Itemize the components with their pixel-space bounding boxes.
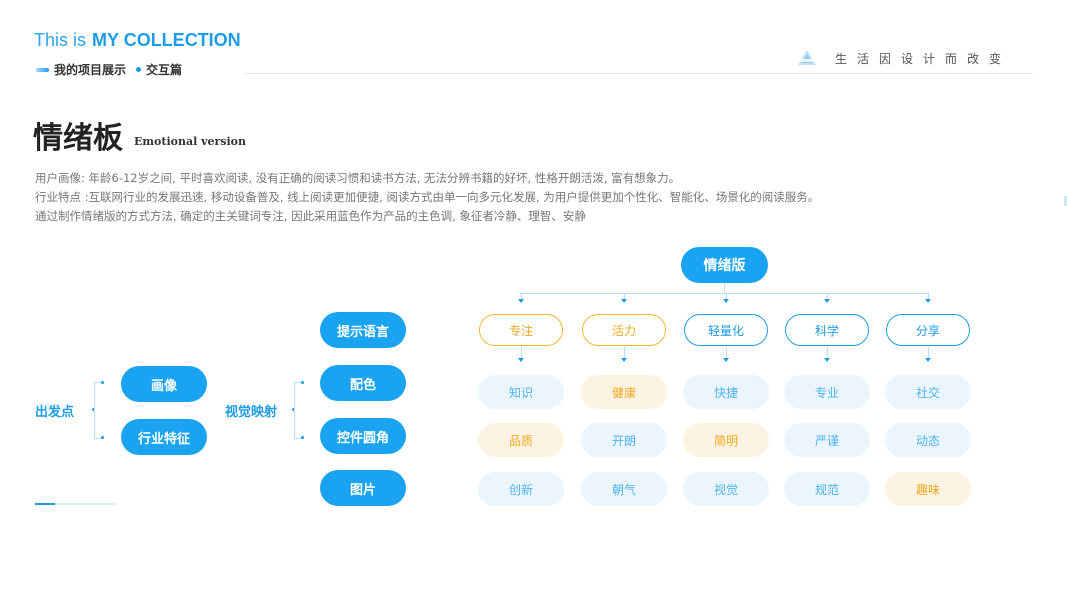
progress-track <box>35 503 116 505</box>
arrow-down-icon <box>518 299 524 303</box>
description-line: 通过制作情绪版的方式方法, 确定的主关键词专注, 因此采用蓝色作为产品的主色调,… <box>35 209 586 223</box>
category-2[interactable]: 轻量化 <box>684 314 768 346</box>
category-4[interactable]: 分享 <box>886 314 970 346</box>
visual-item-image[interactable]: 图片 <box>320 470 406 506</box>
keyword-chip[interactable]: 开朗 <box>581 423 667 457</box>
description-line: 用户画像: 年龄6-12岁之间, 平时喜欢阅读, 没有正确的阅读习惯和读书方法,… <box>35 171 681 185</box>
keyword-chip[interactable]: 知识 <box>478 375 564 409</box>
category-connector <box>726 347 727 359</box>
branch-line <box>520 293 929 294</box>
keyword-chip[interactable]: 健康 <box>581 375 667 409</box>
progress-fill <box>35 503 55 505</box>
description: 用户画像: 年龄6-12岁之间, 平时喜欢阅读, 没有正确的阅读习惯和读书方法,… <box>35 169 819 226</box>
root-connector <box>724 283 725 293</box>
arrow-down-icon <box>621 358 627 362</box>
keyword-chip[interactable]: 简明 <box>683 423 769 457</box>
start-bracket <box>94 382 104 439</box>
description-line: 行业特点 :互联网行业的发展迅速, 移动设备普及, 线上阅读更加便捷, 阅读方式… <box>35 190 820 204</box>
brand-name: MY COLLECTION <box>92 30 241 50</box>
slogan: 生活因设计而改变 <box>797 49 1011 67</box>
visual-label: 视觉映射 <box>225 405 278 420</box>
arrow-down-icon <box>518 358 524 362</box>
category-connector <box>521 347 522 359</box>
branch-connector <box>726 293 727 301</box>
breadcrumb-dot-icon <box>136 67 142 72</box>
category-connector <box>827 347 828 359</box>
start-item-persona[interactable]: 画像 <box>121 366 207 402</box>
category-0[interactable]: 专注 <box>479 314 563 346</box>
header-divider <box>244 73 1033 74</box>
arrow-down-icon <box>621 299 627 303</box>
page-title: 情绪板 <box>33 121 123 156</box>
triangle-logo-icon <box>798 50 816 65</box>
category-1[interactable]: 活力 <box>582 314 666 346</box>
branch-connector <box>827 293 828 301</box>
arrow-down-icon <box>925 299 931 303</box>
breadcrumb-item-projects[interactable]: 我的项目展示 <box>54 63 127 77</box>
visual-item-color[interactable]: 配色 <box>320 365 406 401</box>
keyword-chip[interactable]: 社交 <box>885 375 971 409</box>
visual-item-prompt[interactable]: 提示语言 <box>320 312 406 348</box>
category-connector <box>624 347 625 359</box>
start-dot <box>92 408 95 411</box>
page-subtitle: Emotional version <box>134 135 246 148</box>
arrow-down-icon <box>925 358 931 362</box>
keyword-chip[interactable]: 趣味 <box>885 472 971 506</box>
tree-root[interactable]: 情绪版 <box>681 247 768 283</box>
keyword-chip[interactable]: 朝气 <box>581 472 667 506</box>
branch-connector <box>521 293 522 301</box>
keyword-chip[interactable]: 专业 <box>784 375 870 409</box>
brand-prefix: This is <box>34 30 87 50</box>
visual-item-radius[interactable]: 控件圆角 <box>320 418 406 454</box>
keyword-chip[interactable]: 视觉 <box>683 472 769 506</box>
keyword-chip[interactable]: 创新 <box>478 472 564 506</box>
arrow-down-icon <box>723 358 729 362</box>
bracket-dot <box>301 436 304 439</box>
visual-bracket <box>294 382 304 439</box>
visual-dot <box>292 408 295 411</box>
keyword-chip[interactable]: 规范 <box>784 472 870 506</box>
bracket-dot <box>101 436 104 439</box>
branch-connector <box>928 293 929 301</box>
keyword-chip[interactable]: 严谨 <box>784 423 870 457</box>
arrow-down-icon <box>824 299 830 303</box>
category-connector <box>928 347 929 359</box>
breadcrumb-bar-icon <box>36 67 49 72</box>
keyword-chip[interactable]: 品质 <box>478 423 564 457</box>
branch-connector <box>624 293 625 301</box>
breadcrumb-item-interaction[interactable]: 交互篇 <box>146 63 183 77</box>
breadcrumb: 我的项目展示 交互篇 <box>36 61 182 78</box>
keyword-chip[interactable]: 动态 <box>885 423 971 457</box>
slogan-text: 生活因设计而改变 <box>835 51 1012 66</box>
start-label: 出发点 <box>35 405 75 420</box>
start-item-industry[interactable]: 行业特征 <box>121 419 207 455</box>
arrow-down-icon <box>824 358 830 362</box>
keyword-chip[interactable]: 快捷 <box>683 375 769 409</box>
edge-marker <box>1064 196 1067 206</box>
bracket-dot <box>301 381 304 384</box>
arrow-down-icon <box>723 299 729 303</box>
bracket-dot <box>101 381 104 384</box>
category-3[interactable]: 科学 <box>785 314 869 346</box>
